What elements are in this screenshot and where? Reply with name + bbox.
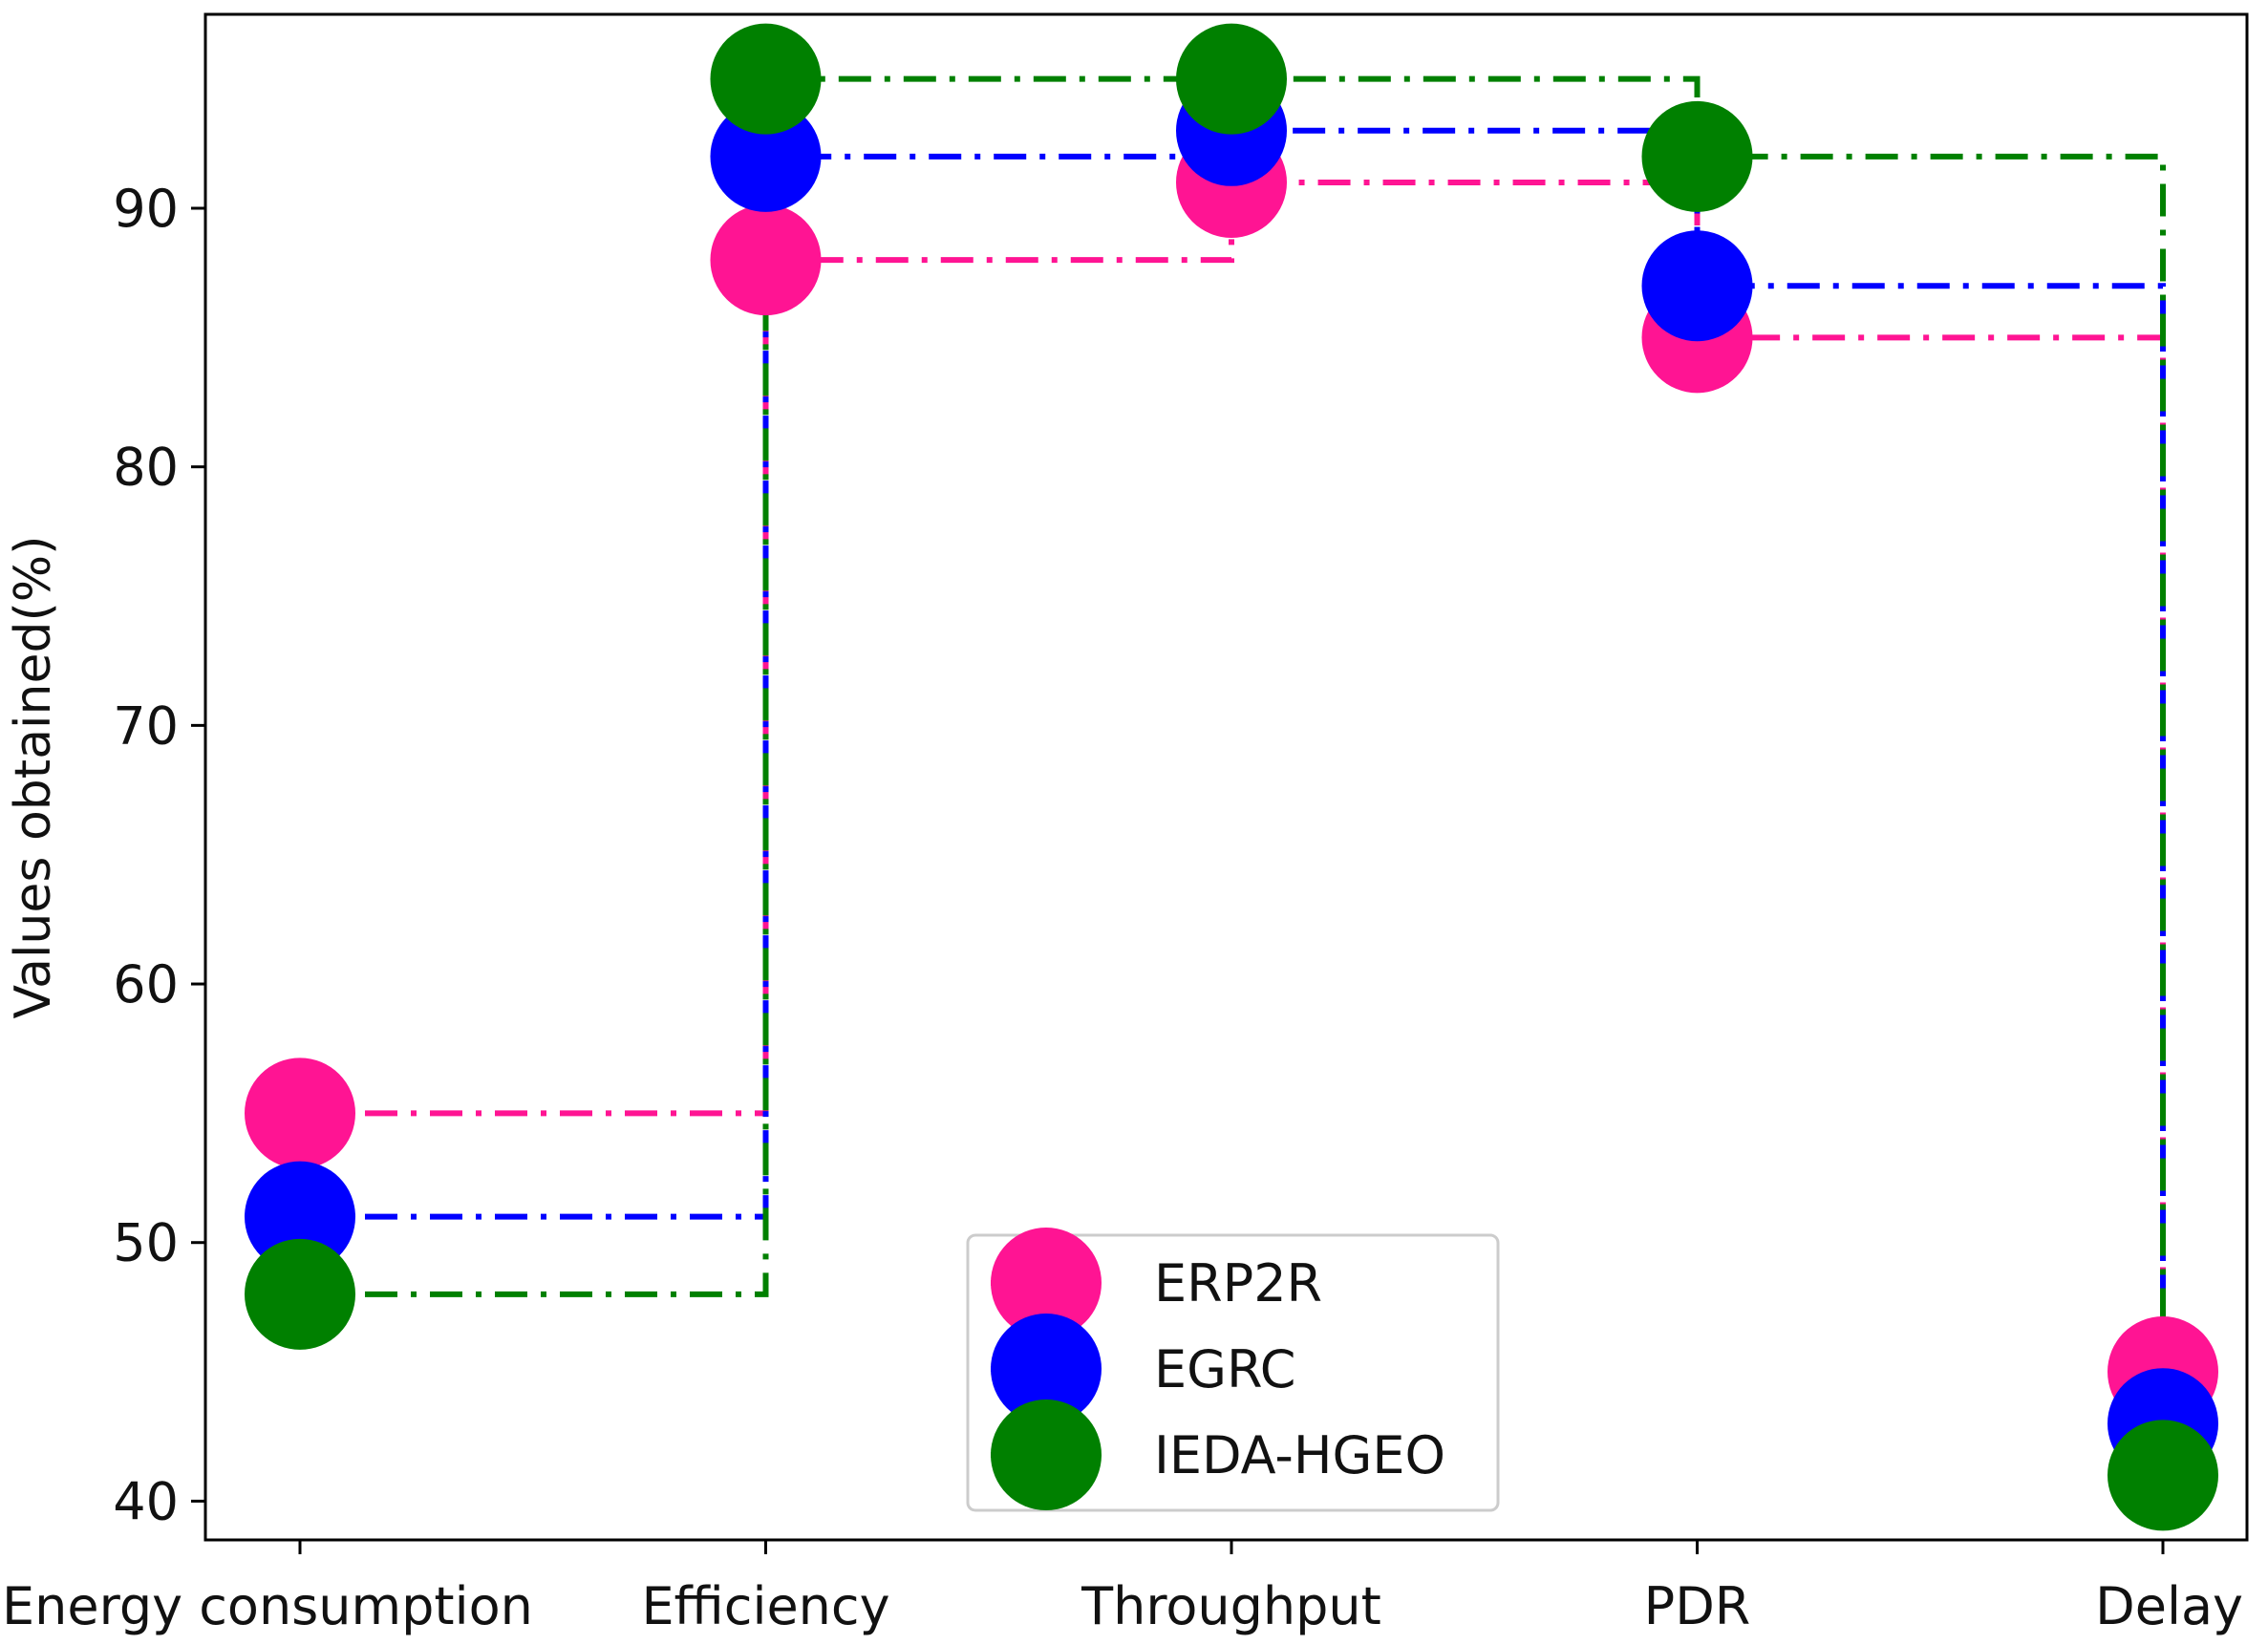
data-point-ieda-hgeo-throughput — [1176, 23, 1287, 135]
data-point-erp2r-energy-consumption — [245, 1058, 355, 1169]
data-point-egrc-efficiency — [710, 100, 822, 212]
data-point-egrc-energy-consumption — [245, 1161, 355, 1272]
series-line-erp2r — [300, 179, 2166, 1373]
y-tick-label: 50 — [113, 1213, 179, 1273]
series-line-egrc — [300, 127, 2166, 1424]
x-tick-label-efficiency: Efficiency — [641, 1576, 889, 1636]
x-tick-label-energy-consumption: Energy consumption — [2, 1576, 533, 1636]
y-tick-label: 40 — [113, 1471, 179, 1531]
data-point-ieda-hgeo-pdr — [1641, 100, 1753, 212]
data-point-erp2r-efficiency — [710, 204, 822, 316]
x-tick-label-pdr: PDR — [1644, 1576, 1751, 1636]
legend-label-ieda-hgeo: IEDA-HGEO — [1154, 1425, 1445, 1485]
x-axis: Energy consumption Efficiency Throughput PD… — [2, 1540, 2243, 1636]
plot-frame — [203, 12, 2249, 1542]
y-tick-label: 90 — [113, 179, 179, 239]
y-tick-label: 60 — [113, 954, 179, 1015]
y-tick-label: 80 — [113, 438, 179, 498]
legend-marker-egrc — [991, 1314, 1102, 1424]
legend-box — [966, 1233, 1500, 1512]
plot-area — [245, 23, 2218, 1531]
legend-label-egrc: EGRC — [1154, 1339, 1296, 1399]
data-point-ieda-hgeo-energy-consumption — [245, 1238, 355, 1350]
y-axis: 40 50 60 70 80 90 — [113, 179, 205, 1531]
data-point-egrc-pdr — [1641, 230, 1753, 342]
y-tick-label: 70 — [113, 695, 179, 756]
y-axis-label: Values obtained(%) — [5, 536, 62, 1019]
legend-marker-ieda-hgeo — [991, 1399, 1102, 1510]
x-tick-label-throughput: Throughput — [1081, 1576, 1381, 1636]
data-point-ieda-hgeo-efficiency — [710, 23, 822, 135]
series-line-ieda-hgeo — [300, 75, 2166, 1476]
x-tick-label-delay: Delay — [2095, 1576, 2243, 1636]
legend-marker-erp2r — [991, 1228, 1102, 1338]
legend-label-erp2r: ERP2R — [1154, 1253, 1322, 1314]
data-point-ieda-hgeo-delay — [2108, 1420, 2218, 1531]
legend: ERP2R EGRC IEDA-HGEO — [966, 1228, 1500, 1512]
